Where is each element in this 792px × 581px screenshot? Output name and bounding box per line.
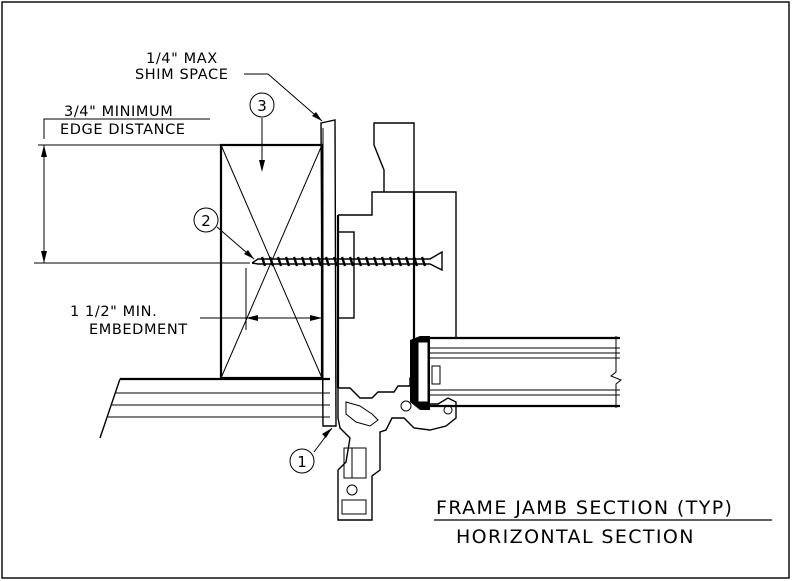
callout-3 [249,92,275,172]
embed-note-line2: EMBEDMENT [89,322,188,338]
shim-note-line2: SHIM SPACE [135,67,228,83]
callout-2-number: 2 [201,212,211,230]
screw [251,250,443,272]
embedment-dimension [200,268,322,330]
shim [320,119,337,427]
window-frame [336,122,457,521]
callout-1 [289,427,333,474]
callout-3-number: 3 [257,97,267,115]
callout-1-number: 1 [297,453,307,471]
embed-note-line1: 1 1/2" MIN. [70,304,157,320]
edge-distance-dimension [34,118,250,264]
shim-note-line1: 1/4" MAX [146,51,218,67]
edge-note-line1: 3/4" MINIMUM [64,104,173,120]
edge-note-line2: EDGE DISTANCE [60,122,186,138]
shim-leader [244,73,323,122]
callout-2 [193,207,255,260]
drawing-subtitle: HORIZONTAL SECTION [456,526,695,548]
glass-unit [410,336,622,410]
drawing-title: FRAME JAMB SECTION (TYP) [436,497,733,519]
wall-sill [99,377,330,439]
